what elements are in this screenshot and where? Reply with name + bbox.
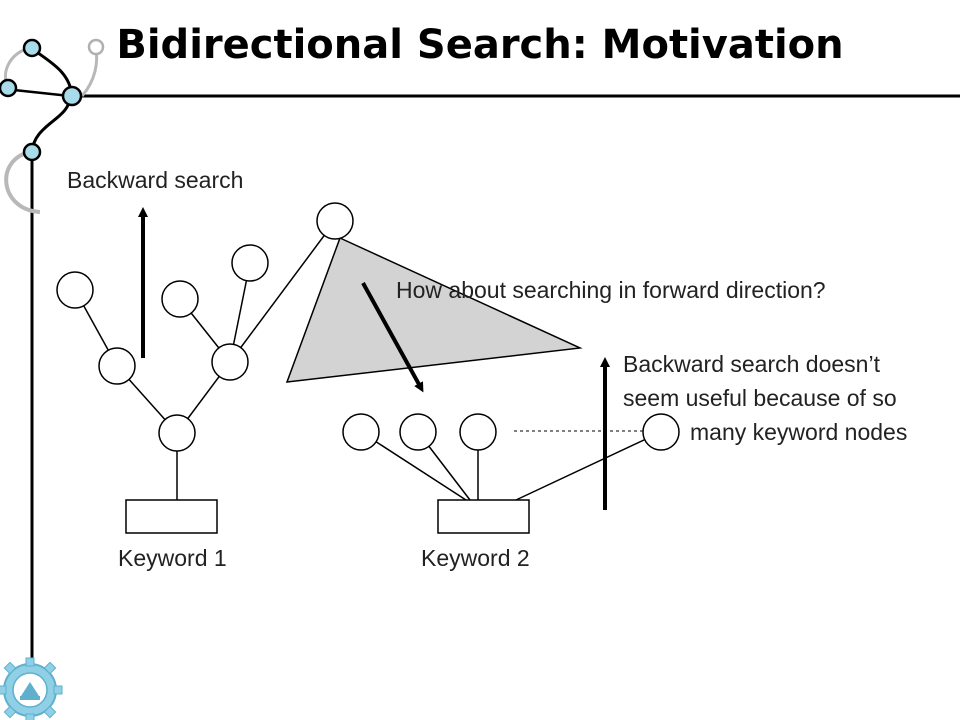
deco-node — [22, 38, 42, 58]
keyword-node — [399, 413, 437, 451]
slide-title: Bidirectional Search: Motivation — [116, 22, 844, 68]
forward-question-label: How about searching in forward direction… — [396, 277, 826, 303]
left-decoration — [0, 38, 960, 714]
gray-curve-3 — [80, 47, 99, 97]
keyword-2-nodes — [342, 413, 680, 451]
tree-node — [211, 343, 249, 381]
forward-search-triangle — [285, 236, 583, 383]
deco-node-gray — [87, 38, 105, 56]
note-line-3: many keyword nodes — [690, 419, 907, 445]
keyword-2-box — [437, 499, 530, 534]
deco-node — [22, 142, 42, 162]
tree-node — [56, 271, 94, 309]
keyword-2-label: Keyword 2 — [421, 545, 530, 571]
keyword-node — [342, 413, 380, 451]
keyword-node — [642, 413, 680, 451]
iit-bombay-logo — [0, 657, 63, 720]
tree-node — [161, 280, 199, 318]
black-link — [13, 88, 71, 98]
tree-node — [158, 414, 196, 452]
note-line-2: seem useful because of so — [623, 385, 897, 411]
backward-search-label: Backward search — [67, 167, 243, 193]
black-curve-2 — [30, 97, 72, 153]
keyword-1-box — [125, 499, 218, 534]
tree-node — [316, 202, 354, 240]
keyword-1-label: Keyword 1 — [118, 545, 227, 571]
forward-search-arrow — [361, 282, 424, 393]
tree-node — [231, 244, 269, 282]
note-line-1: Backward search doesn’t — [623, 351, 881, 377]
tree-node — [98, 347, 136, 385]
deco-node — [0, 78, 18, 98]
keyword-node — [459, 413, 497, 451]
gray-curve — [4, 150, 41, 214]
tree-1-nodes — [56, 202, 354, 452]
deco-node — [61, 85, 83, 107]
